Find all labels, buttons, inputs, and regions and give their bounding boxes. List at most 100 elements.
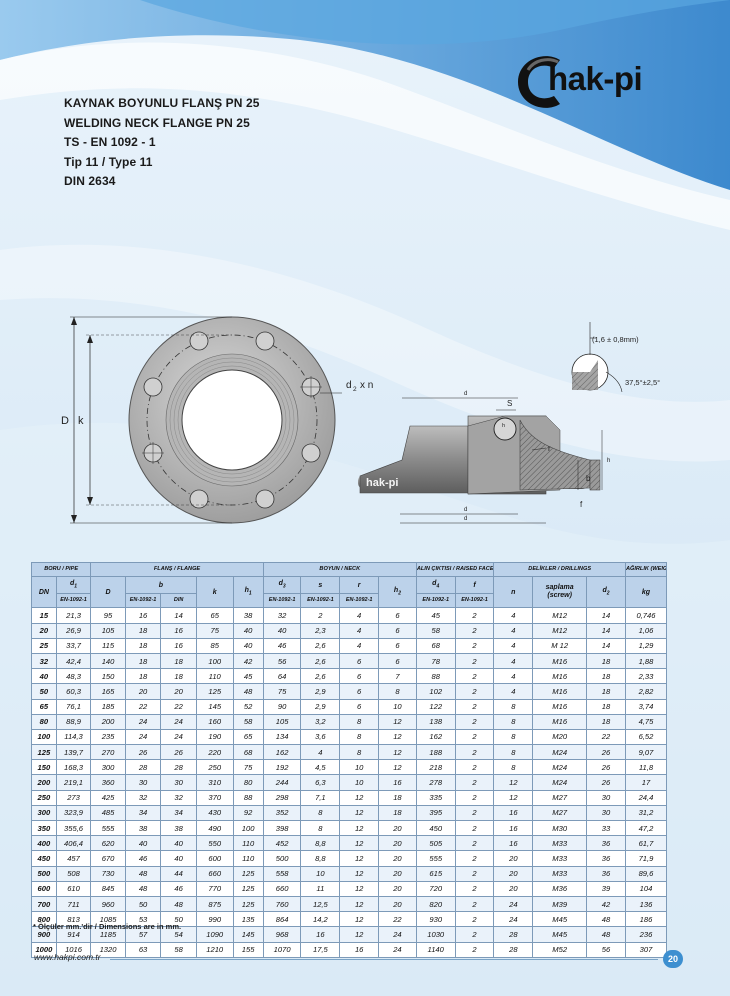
table-cell: 10 [300, 865, 341, 882]
table-cell: 28 [493, 941, 534, 958]
table-cell: 125 [232, 895, 264, 913]
table-cell: 14,2 [300, 911, 341, 928]
table-cell: 4 [493, 607, 534, 624]
table-cell: 24 [378, 941, 417, 958]
table-cell: 42 [586, 895, 626, 913]
table-cell: 48 [124, 865, 162, 882]
side-view-stamp: hak-pi [366, 477, 398, 489]
table-cell: 12 [339, 835, 380, 852]
table-cell: 65 [195, 607, 234, 624]
table-cell: 457 [55, 850, 92, 867]
table-cell: 34 [124, 804, 162, 822]
table-cell: 2,82 [624, 683, 668, 700]
table-cell: 485 [90, 804, 126, 822]
table-cell: 660 [262, 880, 302, 897]
table-cell: 4,5 [300, 759, 341, 776]
table-cell: 12 [493, 774, 534, 791]
col-d1: d1 [55, 575, 92, 595]
table-cell: 12 [339, 820, 380, 837]
footer-divider [110, 959, 658, 960]
table-cell: 125 [232, 880, 264, 897]
table-cell: 22 [586, 728, 626, 746]
table-cell: 42 [232, 652, 264, 670]
table-cell: 298 [262, 789, 302, 806]
dim-k-label: k [78, 415, 84, 427]
table-cell: 139,7 [55, 744, 92, 761]
table-cell: 800 [31, 911, 57, 928]
table-cell: 88 [415, 668, 456, 685]
table-cell: M16 [532, 652, 588, 670]
table-cell: 18 [160, 668, 197, 685]
table-cell: 220 [195, 744, 234, 761]
table-cell: M33 [532, 850, 588, 867]
table-cell: 500 [31, 865, 57, 882]
table-cell: 370 [195, 789, 234, 806]
table-cell: 75 [195, 622, 234, 639]
table-cell: 2 [454, 941, 495, 958]
table-cell: 165 [90, 683, 126, 700]
title-line-en: WELDING NECK FLANGE PN 25 [64, 115, 250, 130]
title-line-tr: KAYNAK BOYUNLU FLANŞ PN 25 [64, 96, 260, 110]
table-cell: 16 [493, 820, 534, 837]
table-cell: 218 [415, 759, 456, 776]
table-cell: 18 [586, 713, 626, 730]
col-screw: saplama (screw) [532, 575, 588, 609]
table-cell: 8 [493, 759, 534, 776]
sub-s-en: EN-1092-1 [300, 593, 341, 609]
col-kg: kg [624, 575, 668, 609]
col-h1: h1 [232, 575, 264, 609]
table-cell: 48,3 [55, 668, 92, 685]
sub-b-en: EN-1092-1 [124, 593, 162, 609]
table-cell: 2 [300, 607, 341, 624]
table-cell: M16 [532, 698, 588, 715]
dim-r-label: r [548, 444, 551, 453]
table-cell: 24 [124, 713, 162, 730]
table-cell: 730 [90, 865, 126, 882]
table-cell: 90 [262, 698, 302, 715]
table-cell: 8,8 [300, 835, 341, 852]
table-cell: 58 [415, 622, 456, 639]
table-cell: 58 [160, 941, 197, 958]
table-cell: M30 [532, 820, 588, 837]
footer-url-link[interactable]: www.hakpi.com.tr [34, 952, 101, 962]
table-cell: 6,52 [624, 728, 668, 746]
table-cell: 24 [493, 895, 534, 913]
col-D: D [90, 575, 126, 609]
table-cell: 4 [300, 744, 341, 761]
table-cell: 8 [493, 744, 534, 761]
table-cell: 78 [415, 652, 456, 670]
table-cell: 7,1 [300, 789, 341, 806]
sub-d1-en: EN-1092-1 [55, 593, 92, 609]
table-cell: 53 [124, 911, 162, 928]
table-cell: 398 [262, 820, 302, 837]
table-cell: 310 [195, 774, 234, 791]
table-cell: 820 [415, 895, 456, 913]
table-cell: 425 [90, 789, 126, 806]
table-cell: 12 [378, 728, 417, 746]
table-cell: 20 [31, 622, 57, 639]
table-cell: M36 [532, 880, 588, 897]
table-cell: 14 [160, 607, 197, 624]
table-cell: 505 [415, 835, 456, 852]
table-cell: 600 [31, 880, 57, 897]
table-cell: 102 [415, 683, 456, 700]
table-cell: 42,4 [55, 652, 92, 670]
table-cell: 46 [160, 880, 197, 897]
table-cell: 33,7 [55, 637, 92, 654]
table-cell: 48 [124, 880, 162, 897]
table-cell: 26,9 [55, 622, 92, 639]
table-cell: 125 [195, 683, 234, 700]
flange-front-view: D k d 2 x n [61, 316, 373, 524]
table-cell: 6 [378, 652, 417, 670]
table-cell: 56 [586, 941, 626, 958]
table-cell: 2 [454, 652, 495, 670]
angle-label: 37,5°±2,5° [625, 378, 660, 387]
table-cell: 2 [454, 926, 495, 943]
table-cell: 110 [232, 835, 264, 852]
